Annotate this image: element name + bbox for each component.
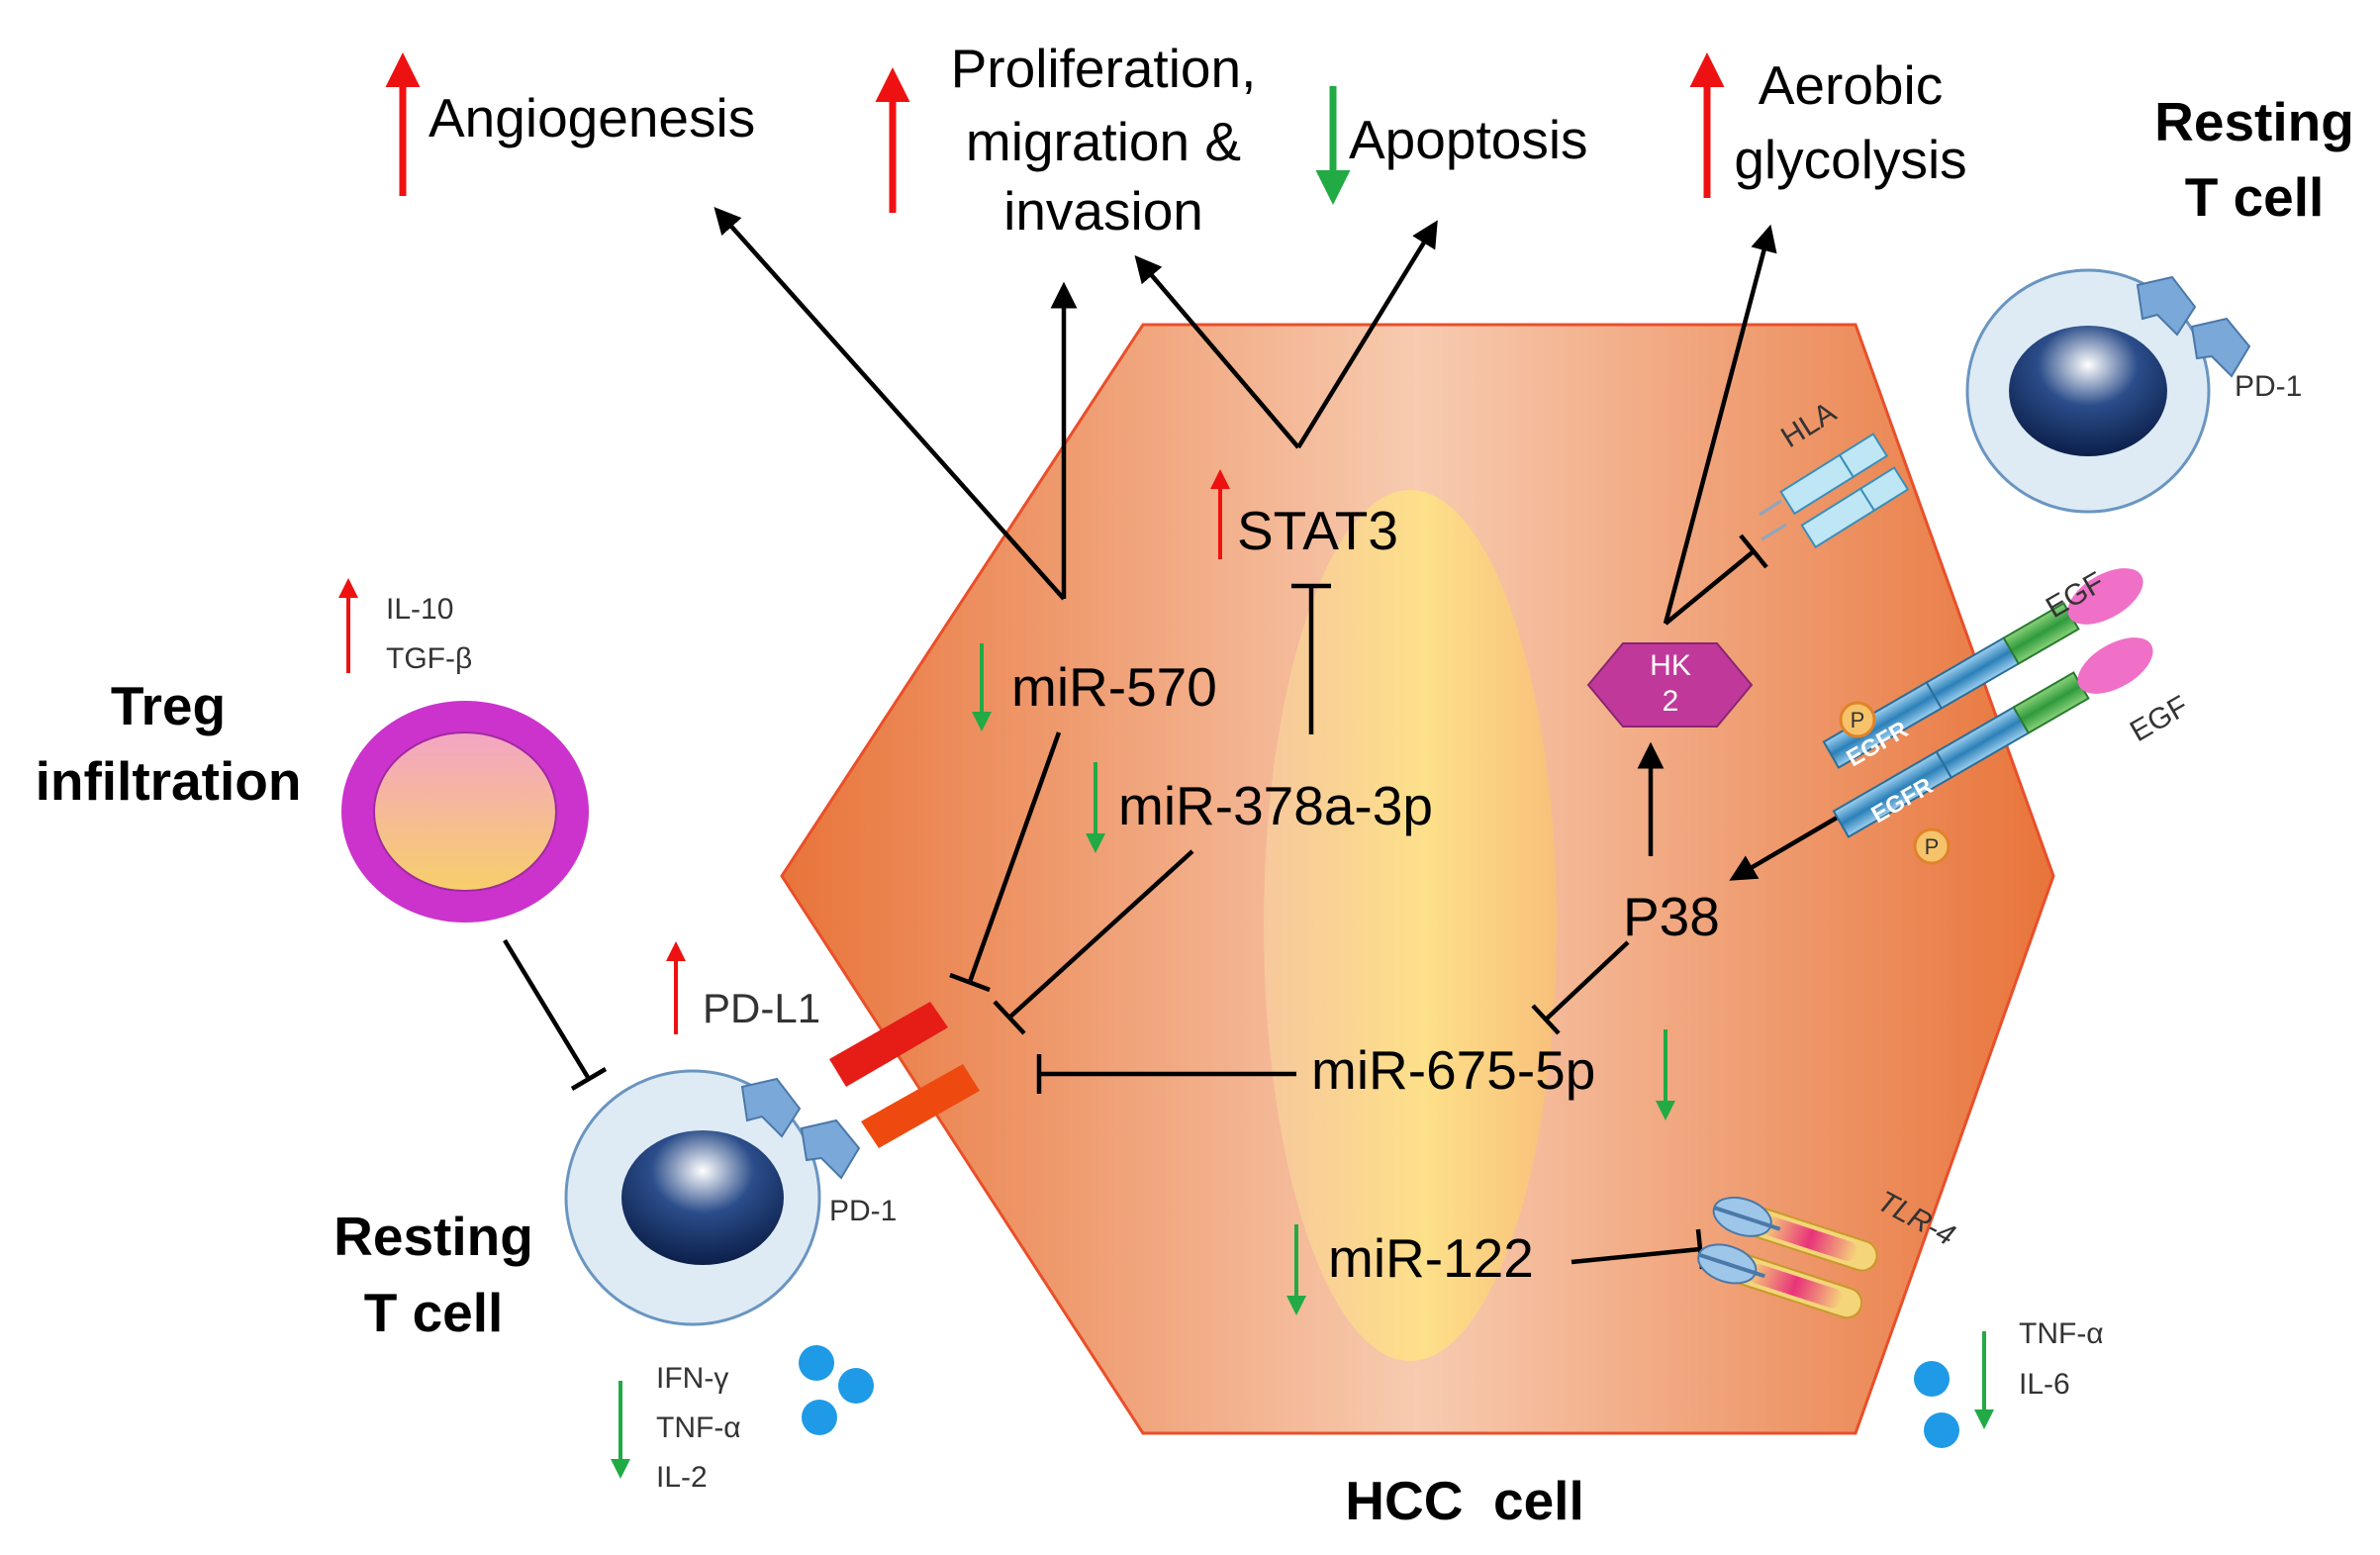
- phospho-label-bottom: P: [1925, 834, 1940, 859]
- resting-tcell-bottom-nucleus: [621, 1130, 784, 1265]
- glycolysis-label-2: glycolysis: [1734, 129, 1966, 190]
- mir570-to-angiogenesis-arrow: [714, 206, 1066, 601]
- cytokine-dot: [1924, 1412, 1959, 1448]
- hk2-to-glycolysis-arrow: [1663, 224, 1777, 625]
- cytokine-dot: [802, 1400, 837, 1435]
- resting-tcell-top-nucleus: [2009, 326, 2167, 456]
- hk2-label-1: HK: [1650, 649, 1691, 682]
- hk2-inhibits-hla: [1664, 549, 1756, 626]
- mir378-inhibits-pdl1: [1007, 849, 1194, 1020]
- hla-inhibition-bar: [1739, 534, 1768, 569]
- pd1-receptor-bottom-1: [740, 1077, 802, 1138]
- treg-label-1: Treg: [111, 675, 226, 736]
- tlr4-receptor: [1697, 1196, 1878, 1319]
- cytokine-tnfa: TNF-α: [656, 1411, 741, 1444]
- hla-membrane-stub: [1761, 523, 1787, 541]
- p38-inhibits-mir675: [1544, 940, 1630, 1021]
- cytokine-il10: IL-10: [386, 593, 453, 626]
- pdl1-ligand-1: [829, 1002, 948, 1087]
- pd1-receptor-bottom-2: [800, 1118, 861, 1180]
- cytokine-dot: [1914, 1361, 1950, 1397]
- cytokine-tgfb: TGF-β: [386, 642, 472, 675]
- egfr-receptor-1: [1822, 568, 2143, 769]
- pd1-label-bottom: PD-1: [829, 1195, 897, 1227]
- cytokine-il2: IL-2: [656, 1461, 708, 1494]
- treg-label-2: infiltration: [36, 750, 302, 812]
- hcc-cell-label: HCC cell: [1345, 1470, 1583, 1531]
- hla-membrane-stub: [1759, 499, 1782, 517]
- cytokine-dot: [838, 1368, 874, 1404]
- phospho-badge-bottom: [1913, 827, 1951, 865]
- pdl1-inhibition-bar-2: [993, 1000, 1026, 1035]
- treg-inhibits-tcell: [503, 938, 591, 1081]
- pd1-receptor-top-1: [2136, 275, 2197, 337]
- proliferation-label-2: migration &: [966, 111, 1241, 172]
- resting-tcell-top-label-2: T cell: [2185, 166, 2325, 228]
- pdl1-ligand-2: [861, 1064, 980, 1148]
- cytokine-tnfa-tlr: TNF-α: [2019, 1317, 2104, 1350]
- stat3-to-proliferation-arrow: [1134, 254, 1300, 449]
- mir378-label: miR-378a-3p: [1118, 775, 1433, 836]
- stat3-label: STAT3: [1237, 500, 1398, 561]
- pd1-label-top: PD-1: [2235, 370, 2302, 403]
- cytokine-il6: IL-6: [2019, 1368, 2070, 1401]
- mir570-label: miR-570: [1011, 656, 1217, 718]
- treg-cell-nucleus: [373, 731, 557, 892]
- mir570-inhibits-pdl1: [967, 731, 1062, 983]
- mir675-inhibition-bar: [1531, 1004, 1561, 1035]
- pd1-receptor-top-2: [2190, 317, 2251, 378]
- proliferation-label-3: invasion: [1003, 180, 1203, 242]
- proliferation-label-1: Proliferation,: [951, 38, 1257, 99]
- pdl1-label: PD-L1: [703, 985, 820, 1031]
- hcc-nucleus: [1264, 490, 1557, 1361]
- mir122-inhibits-tlr4: [1571, 1246, 1701, 1265]
- hla-molecule: [1779, 433, 1910, 549]
- mir122-label: miR-122: [1328, 1227, 1534, 1289]
- resting-tcell-top-label-1: Resting: [2154, 91, 2354, 152]
- egfr-to-p38-arrow: [1729, 805, 1857, 881]
- hk2-label-2: 2: [1663, 685, 1679, 718]
- p38-label: P38: [1623, 886, 1720, 947]
- resting-tcell-bottom-label-2: T cell: [364, 1282, 504, 1343]
- apoptosis-label: Apoptosis: [1349, 109, 1588, 170]
- mir675-label: miR-675-5p: [1311, 1039, 1595, 1101]
- tcell-inhibition-bar: [570, 1067, 608, 1091]
- phospho-label-top: P: [1851, 708, 1865, 732]
- pdl1-inhibition-bar-1: [949, 972, 991, 993]
- phospho-badge-top: [1839, 701, 1876, 738]
- angiogenesis-label: Angiogenesis: [428, 87, 755, 148]
- cytokine-ifng: IFN-γ: [656, 1362, 728, 1395]
- resting-tcell-bottom-label-1: Resting: [333, 1206, 533, 1267]
- stat3-to-apoptosis-arrow: [1296, 220, 1438, 449]
- hk2-hexagon: [1586, 642, 1754, 728]
- glycolysis-label-1: Aerobic: [1759, 54, 1943, 116]
- egf-label-bottom: EGF: [2125, 690, 2194, 748]
- cytokine-dot: [799, 1345, 834, 1381]
- egfr-receptor-2: [1832, 637, 2153, 838]
